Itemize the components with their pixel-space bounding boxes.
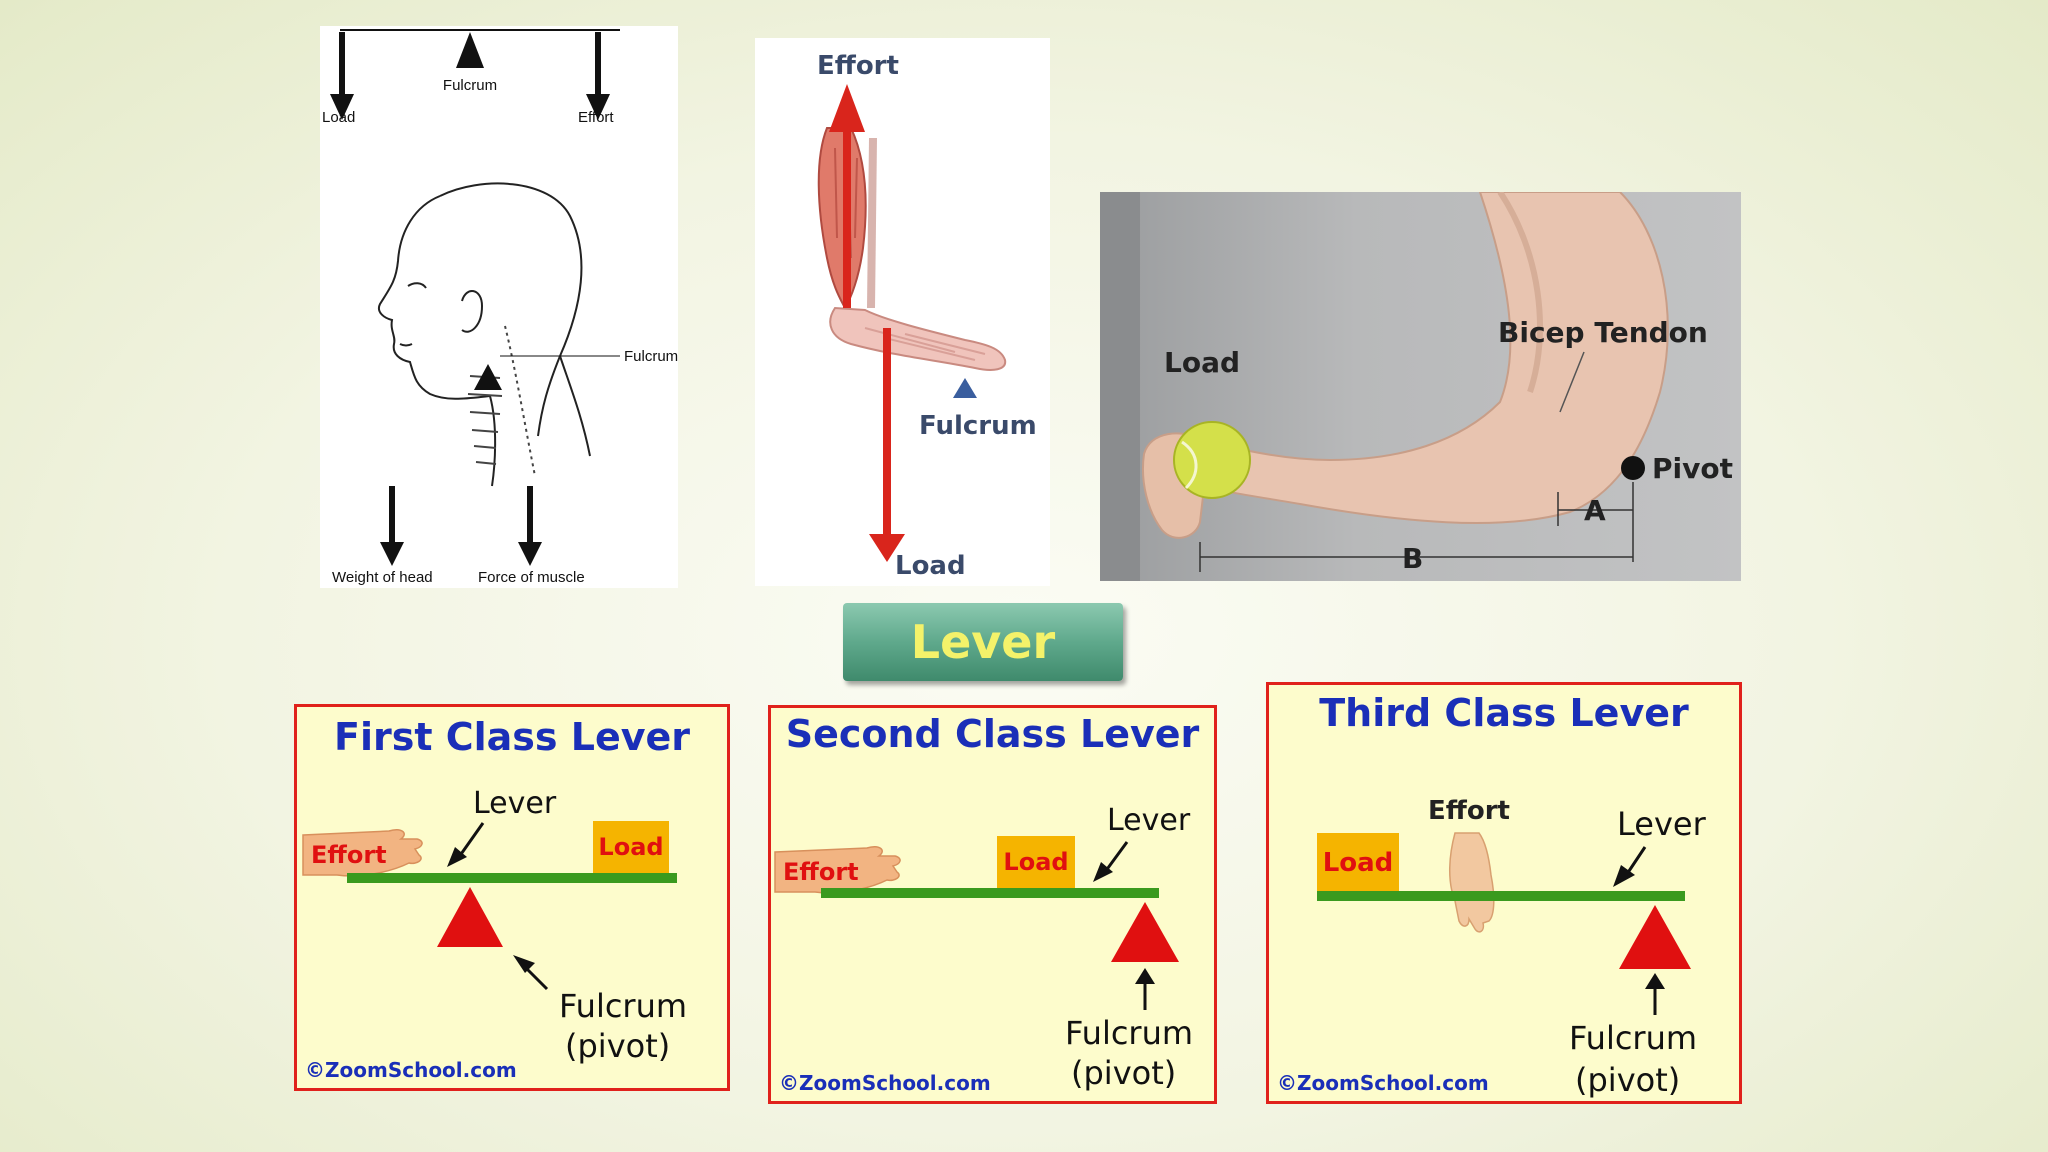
pivot-label: Pivot xyxy=(1652,452,1733,485)
foot-fulcrum-icon xyxy=(953,378,977,398)
fulcrum-text: Fulcrum xyxy=(1065,1014,1193,1052)
third-class-lever-title: Third Class Lever xyxy=(1319,691,1689,735)
lever-text: Lever xyxy=(473,786,557,821)
fulcrum-triangle-icon xyxy=(1111,902,1179,962)
fulcrum-label: Fulcrum xyxy=(919,411,1037,441)
third-class-diagram-svg: Effort Load Lever Fulcrum (pivot) xyxy=(1317,796,1707,1099)
weight-of-head-label: Weight of head xyxy=(332,569,433,586)
lever-pointer-icon xyxy=(1093,862,1113,882)
top-effort-label: Effort xyxy=(578,109,614,126)
fulcrum-triangle-icon xyxy=(437,887,503,947)
arm-load-label: Load xyxy=(1164,346,1241,379)
page-title: Lever xyxy=(843,603,1123,681)
load-label: Load xyxy=(895,551,966,581)
lever-bar xyxy=(1317,891,1685,901)
copyright-text: ©ZoomSchool.com xyxy=(779,1071,991,1095)
pivot-text: (pivot) xyxy=(1575,1061,1680,1099)
effort-arrow-up-icon xyxy=(829,84,865,132)
fulcrum-pointer-icon xyxy=(1645,973,1665,989)
pivot-text: (pivot) xyxy=(1071,1054,1176,1092)
first-class-diagram-svg: Effort Load Lever Fulcrum (pivot) xyxy=(302,786,687,1065)
lever-bar xyxy=(347,873,677,883)
muscle-force-arrow-icon xyxy=(518,542,542,566)
copyright-text: ©ZoomSchool.com xyxy=(305,1058,517,1082)
second-class-lever-title: Second Class Lever xyxy=(785,712,1200,756)
lever-text: Lever xyxy=(1107,803,1191,838)
load-arrow-icon xyxy=(330,94,354,120)
weight-arrow-icon xyxy=(380,542,404,566)
third-class-lever-card: Third Class Lever Effort Load Lever Fulc… xyxy=(1266,682,1742,1104)
first-class-lever-card: First Class Lever Effort Load Lever Fulc… xyxy=(294,704,730,1091)
neck-diagram-svg: Fulcrum Load Effort Fulcrum xyxy=(322,29,678,586)
b-distance-label: B xyxy=(1402,542,1424,575)
arm-photo-svg xyxy=(1100,192,1669,581)
effort-arrow-icon xyxy=(586,94,610,120)
load-text: Load xyxy=(1323,848,1394,878)
foot-lever-diagram: Effort Fulcrum Load xyxy=(755,38,1050,586)
load-box xyxy=(997,836,1075,888)
top-load-label: Load xyxy=(322,109,355,126)
load-text: Load xyxy=(598,833,663,861)
fulcrum-triangle-icon xyxy=(456,32,484,68)
effort-text: Effort xyxy=(311,841,387,869)
neck-fulcrum-icon xyxy=(474,364,502,390)
effort-hand-icon xyxy=(1448,832,1495,933)
arm-icon xyxy=(1198,192,1669,524)
copyright-text: ©ZoomSchool.com xyxy=(1277,1071,1489,1095)
first-class-lever-title: First Class Lever xyxy=(333,715,691,759)
lever-pointer-icon xyxy=(447,847,467,867)
second-class-diagram-svg: Effort Load Lever Fulcrum (pivot) xyxy=(774,803,1193,1092)
effort-label: Effort xyxy=(817,51,899,81)
effort-text: Effort xyxy=(783,858,859,886)
lever-bar xyxy=(821,888,1159,898)
fulcrum-pointer-icon xyxy=(1135,968,1155,984)
second-class-lever-card: Second Class Lever Effort Load Lever Ful… xyxy=(768,705,1217,1104)
a-distance-label: A xyxy=(1584,494,1606,527)
fulcrum-text: Fulcrum xyxy=(1569,1019,1697,1057)
pivot-text: (pivot) xyxy=(565,1027,670,1065)
head-outline-icon xyxy=(378,182,591,487)
lever-pointer-icon xyxy=(1613,865,1635,887)
neck-fulcrum-label: Fulcrum xyxy=(624,348,678,365)
load-box xyxy=(1317,833,1399,891)
fulcrum-triangle-icon xyxy=(1619,905,1691,969)
force-of-muscle-label: Force of muscle xyxy=(478,569,585,586)
bicep-tendon-label: Bicep Tendon xyxy=(1498,316,1708,349)
pivot-dot-icon xyxy=(1621,456,1645,480)
fulcrum-pointer-icon xyxy=(513,955,535,973)
spine-icon xyxy=(467,325,536,477)
load-box xyxy=(593,821,669,873)
arm-photo: Load Bicep Tendon Pivot A B xyxy=(1100,192,1741,581)
neck-lever-diagram: Fulcrum Load Effort Fulcrum xyxy=(320,26,678,588)
lever-text: Lever xyxy=(1617,805,1707,843)
load-arrow-down-icon xyxy=(869,534,905,562)
effort-text: Effort xyxy=(1428,796,1510,826)
foot-bones-icon xyxy=(829,306,1007,371)
load-text: Load xyxy=(1003,848,1068,876)
foot-diagram-svg: Effort Fulcrum Load xyxy=(817,51,1037,581)
top-fulcrum-label: Fulcrum xyxy=(443,77,497,94)
fulcrum-text: Fulcrum xyxy=(559,987,687,1025)
